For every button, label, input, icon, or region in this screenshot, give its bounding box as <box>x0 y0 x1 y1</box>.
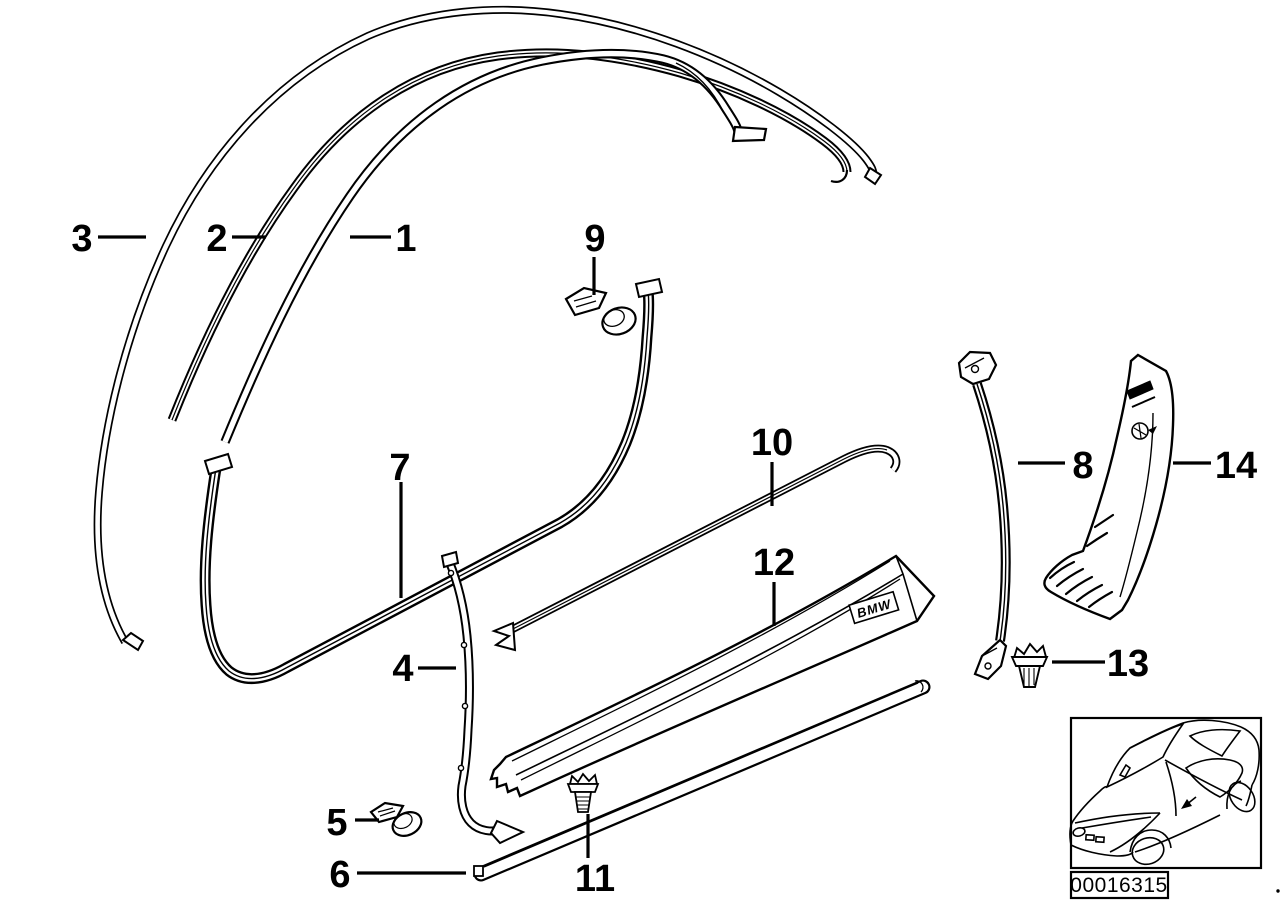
callout-3[interactable]: 3 <box>71 218 92 260</box>
molding-6-drawing <box>473 679 931 882</box>
vent-slats <box>1048 513 1115 609</box>
callout-9[interactable]: 9 <box>584 218 605 260</box>
callout-2[interactable]: 2 <box>206 218 227 260</box>
door-sill-arrow-icon <box>1181 796 1197 809</box>
callouts: 3 2 1 9 7 4 5 6 10 11 12 8 13 14 <box>71 218 1257 900</box>
image-code-stamp: 00016315 <box>1069 870 1280 900</box>
strip-4-drawing <box>440 550 526 845</box>
seal-7-drawing <box>199 277 664 685</box>
seal-3-drawing <box>93 5 883 652</box>
trim-8-drawing <box>957 350 1011 681</box>
seal-2-drawing <box>167 48 852 422</box>
leader-lines <box>98 235 1211 875</box>
clip-11-drawing <box>566 772 600 813</box>
car-sketch <box>1069 719 1260 866</box>
callout-11[interactable]: 11 <box>575 858 615 900</box>
callout-4[interactable]: 4 <box>392 648 413 690</box>
callout-5[interactable]: 5 <box>326 802 347 844</box>
callout-14[interactable]: 14 <box>1215 445 1257 487</box>
trim-panel-14-drawing <box>1043 353 1175 621</box>
callout-8[interactable]: 8 <box>1072 445 1093 487</box>
callout-1[interactable]: 1 <box>395 218 416 260</box>
callout-6[interactable]: 6 <box>329 854 350 896</box>
callout-12[interactable]: 12 <box>753 542 795 584</box>
vehicle-thumbnail[interactable] <box>1069 716 1263 870</box>
callout-10[interactable]: 10 <box>751 422 793 464</box>
clip-13-drawing <box>1010 642 1049 688</box>
stray-dot <box>1276 889 1280 893</box>
seal-1-drawing <box>220 48 768 444</box>
clip-9-drawing <box>564 286 637 336</box>
image-code-text: 00016315 <box>1070 874 1167 897</box>
sill-panel-12-drawing: BMW <box>489 554 936 798</box>
callout-7[interactable]: 7 <box>389 447 410 489</box>
clip-5-drawing <box>369 801 423 837</box>
strip-10-drawing <box>491 444 901 652</box>
callout-13[interactable]: 13 <box>1107 643 1149 685</box>
